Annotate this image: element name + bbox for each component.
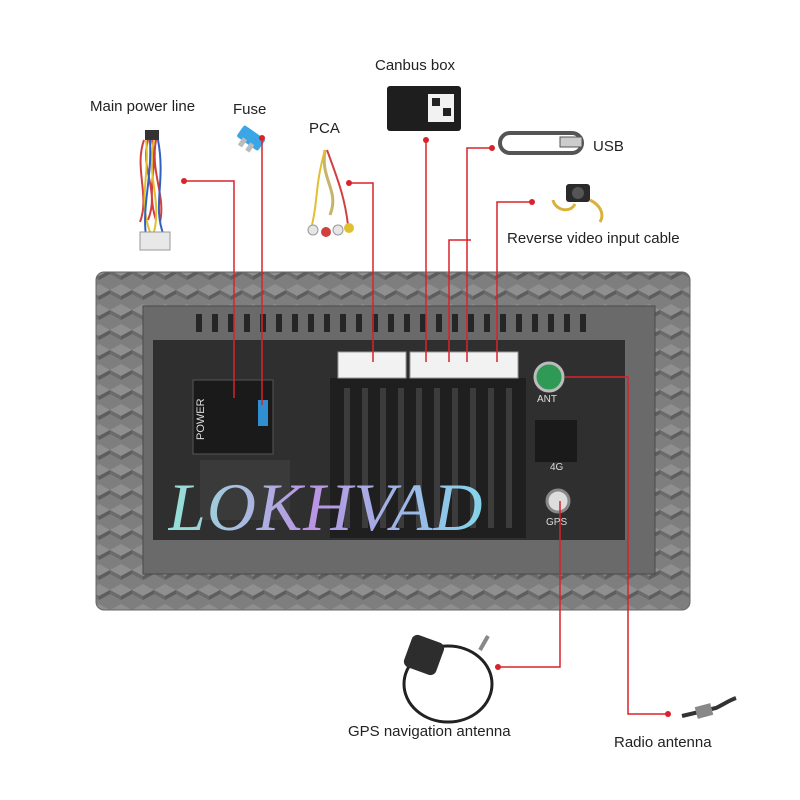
- pca-label: PCA: [309, 120, 340, 137]
- main-power-harness-icon: [139, 130, 171, 251]
- power-text: POWER: [195, 398, 207, 440]
- radio-antenna-label: Radio antenna: [614, 734, 712, 751]
- leader-reverse: [496, 201, 532, 362]
- canbus-box-icon: [387, 86, 461, 131]
- pca-connector: [337, 351, 407, 379]
- gps-antenna-label: GPS navigation antenna: [348, 723, 511, 740]
- leader-pca: [349, 182, 374, 362]
- reverse-camera-icon: [551, 184, 604, 223]
- usb-cable-icon: [498, 131, 584, 155]
- radio-antenna-icon: [681, 696, 737, 719]
- four-g-text: 4G: [550, 462, 564, 473]
- leader-lines: [184, 138, 668, 715]
- leader-usb: [466, 147, 492, 362]
- leader-main-power: [184, 180, 235, 398]
- gps-text: GPS: [546, 517, 567, 528]
- fuse-icon: [237, 125, 265, 153]
- pca-cable-icon: [307, 149, 354, 237]
- canbus-box-label: Canbus box: [375, 57, 456, 74]
- watermark: LOKHVAD: [168, 469, 484, 545]
- power-fuse-slot: [258, 400, 268, 426]
- ant-text: ANT: [537, 394, 557, 405]
- ant-port: [533, 361, 565, 393]
- gps-antenna-icon: [402, 634, 494, 724]
- four-g-port: [535, 420, 577, 462]
- usb-label: USB: [593, 138, 624, 155]
- head-unit-back: [95, 271, 691, 611]
- leader-usb-split: [448, 239, 471, 362]
- multi-connector: [409, 351, 519, 379]
- gps-port: [545, 488, 571, 514]
- fuse-label: Fuse: [233, 101, 267, 118]
- reverse-video-label: Reverse video input cable: [507, 230, 680, 247]
- main-power-line-label: Main power line: [90, 98, 196, 115]
- leader-radio: [565, 376, 668, 715]
- leader-gps: [498, 501, 561, 668]
